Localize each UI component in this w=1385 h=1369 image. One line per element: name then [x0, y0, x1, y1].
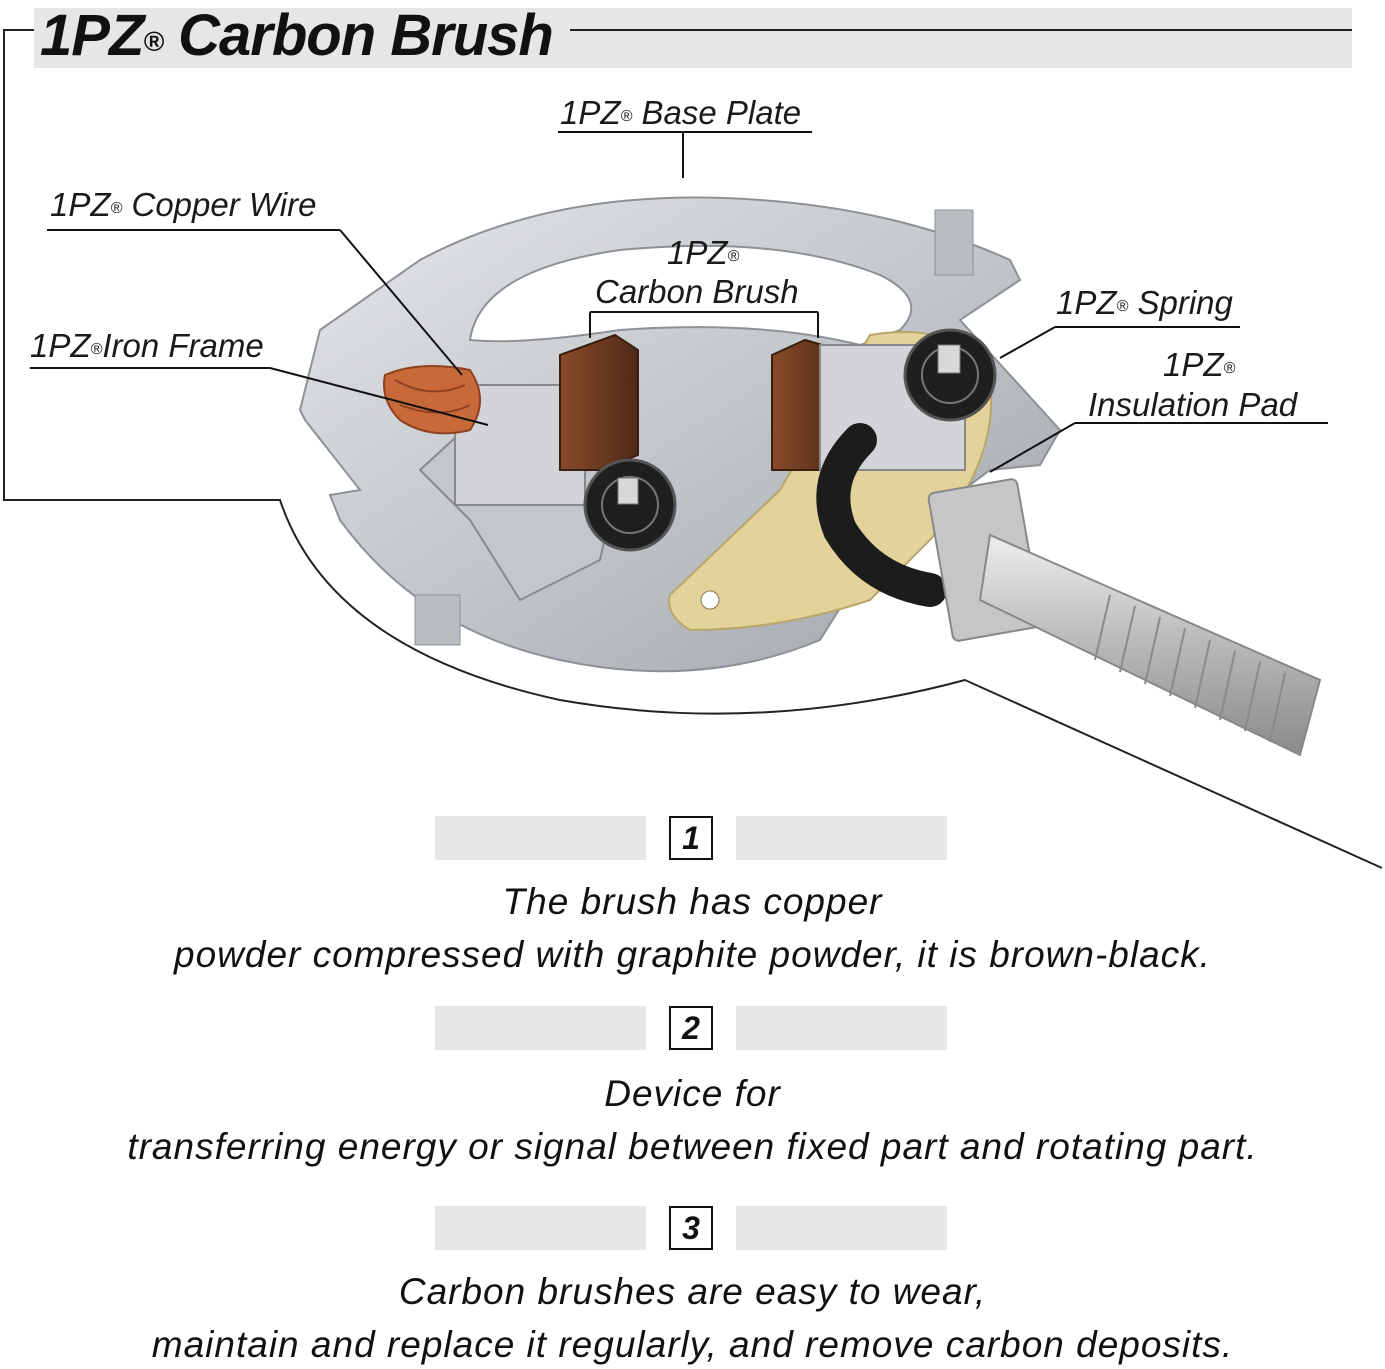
- title-bar: [34, 8, 1352, 68]
- pad-hole: [700, 590, 720, 610]
- brush-holder-illustration: [3, 29, 1383, 869]
- label-iron-frame: 1PZ®Iron Frame: [30, 327, 264, 364]
- section-1-bar-right: [736, 816, 947, 860]
- section-1-bar-left: [435, 816, 646, 860]
- left-spring: [583, 458, 677, 552]
- section-1-number: 1: [669, 816, 713, 860]
- label-carbon-brush-brand: 1PZ®: [667, 234, 740, 271]
- section-1-line-1: The brush has copper: [502, 881, 883, 922]
- section-2-bar-left: [435, 1006, 646, 1050]
- page-title: 1PZ® Carbon Brush: [40, 3, 554, 68]
- label-spring: 1PZ® Spring: [1056, 284, 1233, 321]
- section-2-line-1: Device for: [604, 1073, 781, 1114]
- section-3-bar-right: [736, 1206, 947, 1250]
- left-carbon-brush: [559, 333, 639, 471]
- section-2-bar-right: [736, 1006, 947, 1050]
- section-2-line-2: transferring energy or signal between fi…: [127, 1126, 1258, 1167]
- leader-lines: [30, 131, 1328, 473]
- tab-top: [934, 209, 974, 276]
- label-carbon-brush: Carbon Brush: [595, 273, 799, 310]
- insulated-lead: [816, 423, 947, 607]
- right-spring: [903, 328, 997, 422]
- label-base-plate: 1PZ® Base Plate: [560, 94, 802, 131]
- section-1-line-2: powder compressed with graphite powder, …: [174, 934, 1211, 975]
- section-3-line-1: Carbon brushes are easy to wear,: [398, 1271, 987, 1312]
- frame-outline: [3, 29, 1383, 869]
- label-copper-wire: 1PZ® Copper Wire: [50, 186, 317, 223]
- section-3-number: 3: [669, 1206, 713, 1250]
- section-2-number: 2: [669, 1006, 713, 1050]
- section-3-line-2: maintain and replace it regularly, and r…: [151, 1324, 1234, 1365]
- label-insulation-pad-brand: 1PZ®: [1163, 346, 1236, 383]
- bolt-threads: [1094, 594, 1286, 743]
- tab-bottom: [414, 594, 461, 646]
- terminal-bolt: [978, 533, 1322, 757]
- section-3-bar-left: [435, 1206, 646, 1250]
- label-insulation-pad: Insulation Pad: [1088, 386, 1298, 423]
